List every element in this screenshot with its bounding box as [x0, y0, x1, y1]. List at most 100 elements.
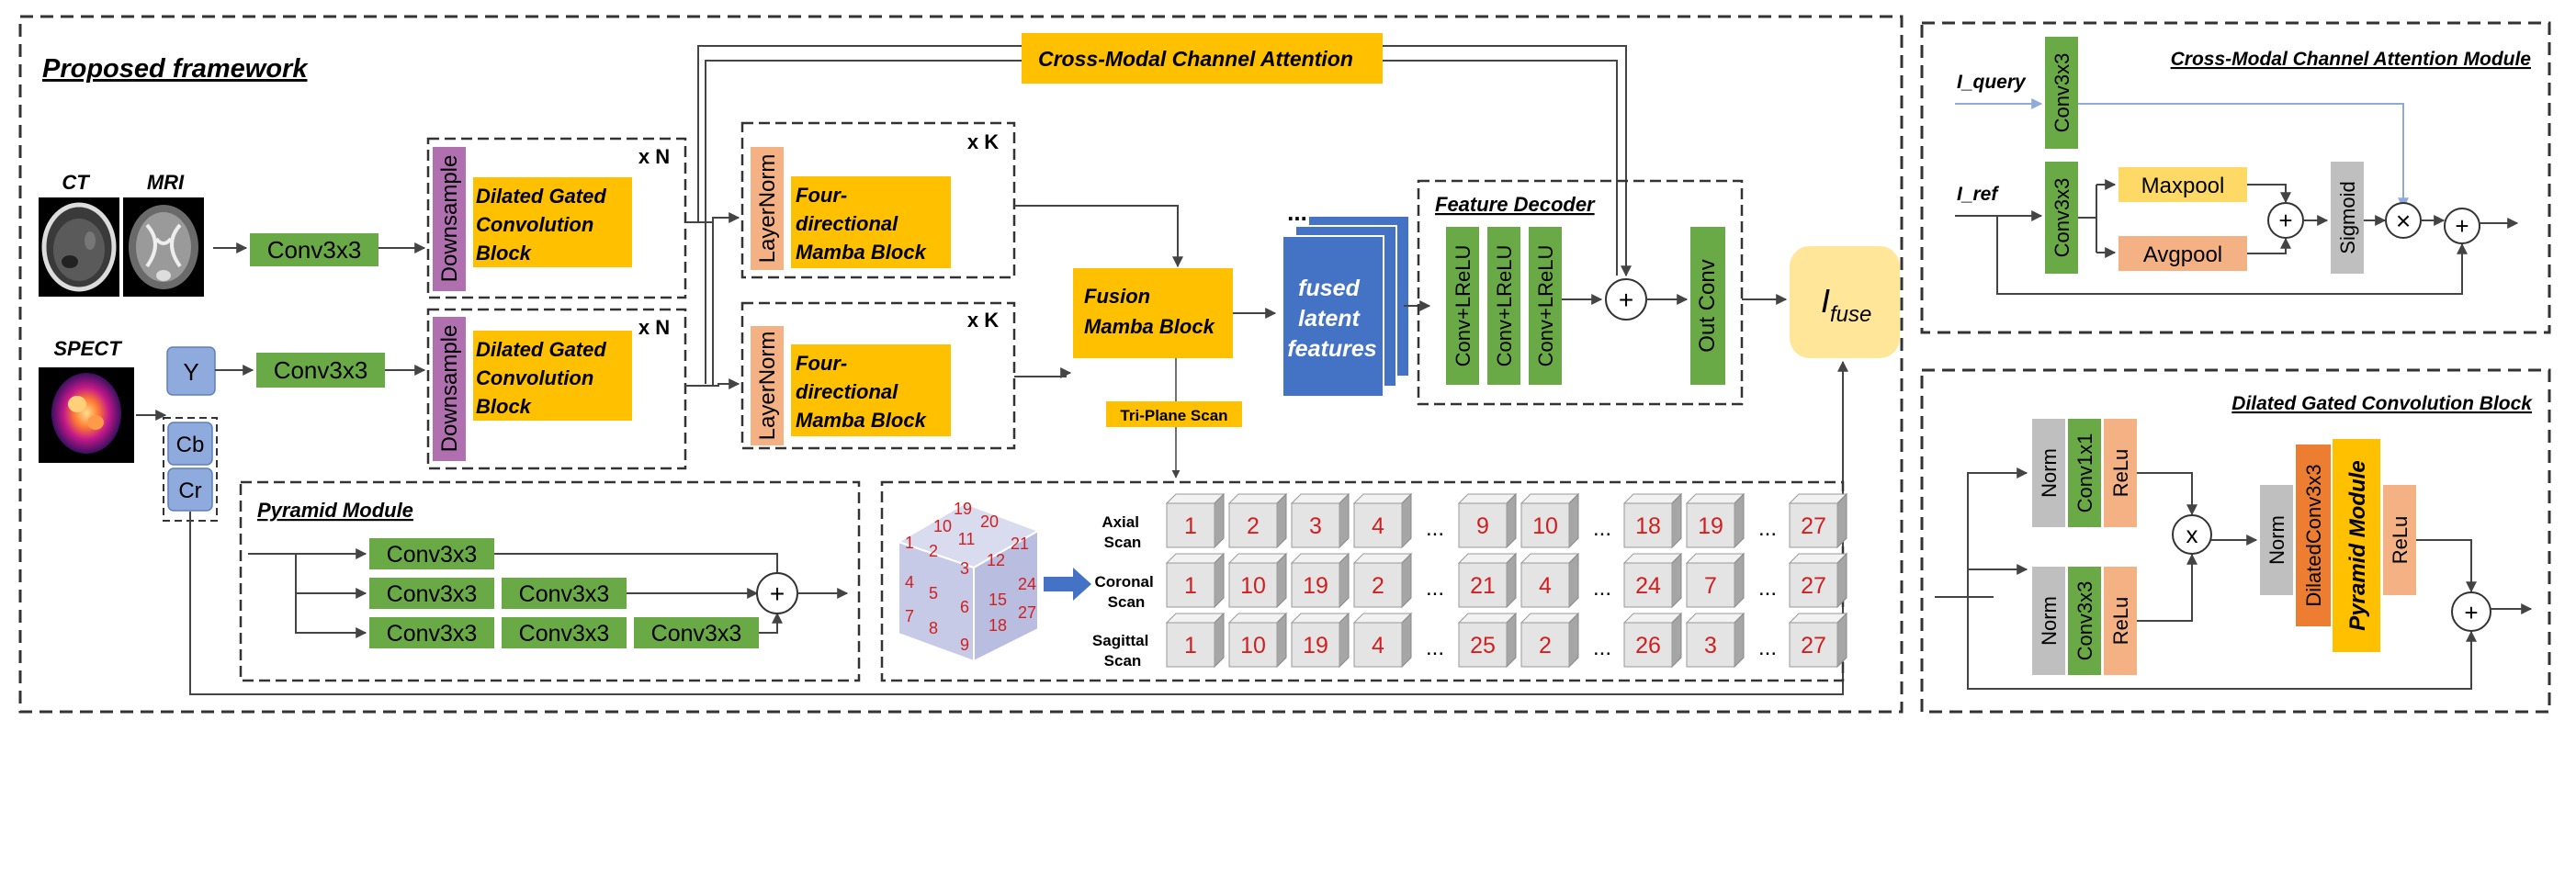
downsample-bottom-label: Downsample [437, 325, 462, 453]
cube-number: 5 [929, 584, 938, 602]
fused-dots: ... [1287, 198, 1307, 226]
pyr-r2-c1 [369, 578, 494, 609]
cube-number: 27 [1018, 603, 1036, 622]
dgc-relu-bottom-label: ReLu [2109, 597, 2132, 646]
feature-decoder-frame [1417, 179, 1744, 406]
dgc-conv3x3-label: Conv3x3 [2073, 581, 2096, 661]
dgc-top-frame [426, 137, 687, 299]
pyr-r3-c1 [369, 617, 494, 648]
layernorm-bottom [751, 326, 784, 445]
pyr-r3-c3-label: Conv3x3 [651, 621, 742, 647]
cube-number: 9 [960, 636, 969, 654]
scan-cell-value: 19 [1303, 633, 1328, 658]
dgc-dilated-conv [2296, 445, 2331, 626]
dgc-top-block [473, 177, 632, 267]
cube-number: 24 [1018, 575, 1036, 593]
pyr-r1-c1 [369, 538, 494, 569]
scan-cell-value: 4 [1539, 573, 1552, 599]
scan-cell: 19 [1685, 492, 1746, 549]
scan-ellipsis: ... [1758, 576, 1777, 601]
scan-cell: 27 [1788, 552, 1848, 609]
svg-text:Conv+LReLU: Conv+LReLU [1534, 245, 1557, 367]
scan-ellipsis: ... [1758, 516, 1777, 541]
cb-label: Cb [176, 433, 205, 457]
avgpool-label: Avgpool [2143, 242, 2222, 267]
scan-cell: 19 [1290, 612, 1350, 669]
pyr-r3-c3 [634, 617, 759, 648]
cmca-panel [1920, 21, 2551, 334]
scan-cell-value: 26 [1635, 633, 1661, 658]
cmca-title: Cross-Modal Channel Attention Module [2171, 49, 2532, 70]
dgc-conv1x1 [2068, 419, 2101, 527]
scan-cell-value: 19 [1698, 513, 1723, 539]
scan-cell: 10 [1227, 612, 1288, 669]
svg-text:Conv+LReLU: Conv+LReLU [1452, 245, 1474, 367]
decoder-plus-sign: + [1619, 286, 1633, 314]
scan-cell-value: 1 [1184, 573, 1197, 599]
cross-modal-bar [1022, 33, 1383, 84]
scan-cell: 1 [1165, 612, 1226, 669]
layernorm-top-label: LayerNorm [755, 154, 780, 264]
cube-number: 3 [960, 559, 969, 578]
scan-cell: 18 [1622, 492, 1683, 549]
scan-cell-value: 27 [1801, 633, 1826, 658]
sigmoid-box [2331, 162, 2364, 274]
tri-plane-label: Tri-Plane Scan [1120, 407, 1227, 424]
scan-cell: 10 [1520, 492, 1580, 549]
fusion-mamba-block [1073, 268, 1233, 358]
cube-number: 11 [958, 530, 976, 548]
scan-cell-value: 7 [1704, 573, 1717, 599]
cube-number: 6 [960, 598, 969, 616]
mamba-bottom-label: Four- directional Mamba Block [796, 352, 928, 432]
conv-top-label: Conv3x3 [267, 236, 362, 264]
mri-image [123, 197, 204, 297]
scan-cell: 27 [1788, 612, 1848, 669]
dgc-plus [2451, 591, 2491, 632]
axial-scan-label: Axial Scan [1102, 513, 1143, 551]
dgc-norm-mid-label: Norm [2265, 515, 2288, 565]
scan-cell: 19 [1290, 552, 1350, 609]
cmca-conv-ref-label: Conv3x3 [2051, 178, 2073, 258]
svg-text:Conv+LReLU: Conv+LReLU [1493, 245, 1516, 367]
dgc-module-title: Dilated Gated Convolution Block [2231, 393, 2533, 414]
pyr-r1-c1-label: Conv3x3 [387, 542, 478, 568]
dgc-conv3x3 [2068, 567, 2101, 675]
decoder-conv-3: Conv+LReLU [1529, 227, 1562, 385]
cube-number: 7 [905, 607, 914, 625]
fused-features [1282, 215, 1410, 398]
dgc-norm-top [2032, 419, 2065, 527]
dgc-bottom-label: Dilated Gated Convolution Block [476, 338, 612, 418]
mamba-top-block [791, 176, 951, 268]
cmca-conv-query [2045, 37, 2078, 149]
scan-cell: 4 [1520, 552, 1580, 609]
spect-image [39, 367, 134, 463]
dgc-norm-bottom [2032, 567, 2065, 675]
cube-number: 10 [933, 517, 952, 535]
cmca-plus-out-sign: + [2455, 212, 2469, 240]
mamba-bottom-repeat: x K [967, 309, 999, 332]
dgc-mult [2172, 514, 2212, 555]
pyramid-plus-sign: + [770, 580, 785, 608]
cube-number: 4 [905, 573, 914, 591]
sigmoid-label: Sigmoid [2336, 181, 2359, 253]
i-query-label: I_query [1957, 72, 2027, 93]
mamba-top-label: Four- directional Mamba Block [796, 184, 928, 264]
scan-cell-value: 2 [1539, 633, 1552, 658]
mamba-top-frame [740, 121, 1016, 279]
scan-cell-value: 3 [1704, 633, 1717, 658]
dgc-norm-bottom-label: Norm [2038, 596, 2061, 646]
dgc-top-repeat: x N [638, 145, 670, 168]
dgc-relu-top-label: ReLu [2109, 449, 2132, 498]
cube-number: 8 [929, 619, 938, 637]
scan-cell-value: 10 [1240, 573, 1266, 599]
cube-number: 18 [989, 616, 1007, 635]
scan-ellipsis: ... [1426, 636, 1444, 660]
scan-cell-value: 18 [1635, 513, 1661, 539]
conv-top [250, 233, 378, 266]
dgc-mult-sign: x [2186, 521, 2198, 548]
scan-cell-value: 1 [1184, 633, 1197, 658]
dgc-bottom-repeat: x N [638, 316, 670, 339]
scan-cell-value: 9 [1476, 513, 1489, 539]
scan-cell-value: 21 [1470, 573, 1496, 599]
